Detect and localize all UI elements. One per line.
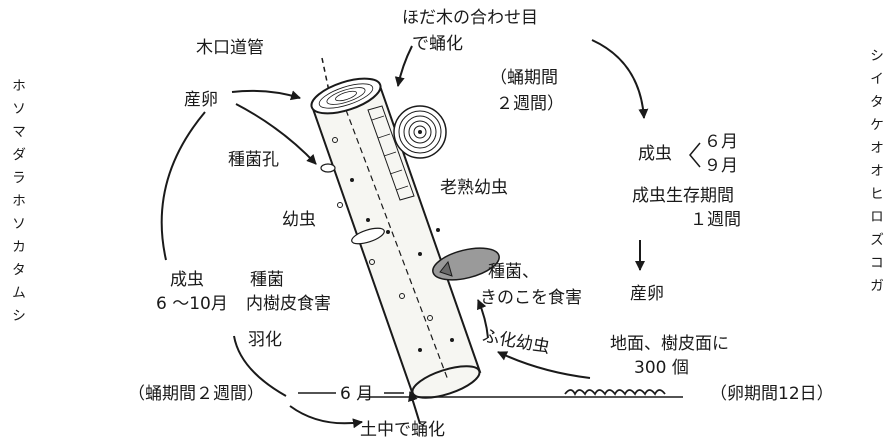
arrow-hatched-larva [497,351,591,379]
seed-fungus-label: 種菌 [250,270,284,290]
larva-gallery-line [345,109,449,381]
one-week-label: １週間 [690,210,741,230]
mushroom-stem [439,260,453,277]
kiguchi-label: 木口道管 [196,38,264,58]
inoculation-hole-label: 種菌孔 [228,150,279,170]
june-bottom-label: 6 月 [340,384,374,404]
egg-count-label: 300 個 [634,358,689,378]
arrow-left-cycle-up [233,335,287,397]
mushroom-feeding-label: きのこを食害 [480,288,582,308]
adult-survival-label: 成虫生存期間 [632,186,734,206]
right-species-name: シイタケオオヒロズコガ [868,48,884,301]
arrow-junction-down [394,45,413,87]
adult-right-label: 成虫 [638,144,672,164]
arrow-left-cycle [160,111,206,261]
egg-period-label: （卵期間12日） [710,384,834,404]
adult-left-label: 成虫 [170,270,204,290]
vessel-dashed-line [321,57,331,97]
lay-eggs-left-label: 産卵 [184,90,218,110]
month-jun-label: ６月 [704,132,738,152]
ground-scribble [564,389,666,397]
mature-larva-label: 老熟幼虫 [440,178,508,198]
lay-eggs-right-label: 産卵 [630,284,664,304]
pupa-period-weeks: ２週間） [496,94,564,114]
left-species-name: ホソマダラホソカタムシ [10,78,26,331]
pupate-at-label: で蛹化 [412,34,463,54]
arrow-bottom-to-log [289,405,363,429]
inner-bark-feeding-label: 内樹皮食害 [246,294,331,314]
soil-pupation-label: 土中で蛹化 [360,420,445,440]
seed-fungus-right-label: 種菌、 [488,262,539,282]
adult-period-label: 6 〜10月 [156,294,228,314]
arrow-inside-log [477,299,489,339]
log-cut-end [310,77,382,115]
arrow-soil-up [408,391,421,425]
arrow-egg-to-log [231,89,301,101]
arrow-egg-to-inoculation [235,103,317,165]
emergence-label: 羽化 [248,330,282,350]
log [310,77,482,399]
pupa-period-label: （蛹期間 [490,68,558,88]
log-cross-section [393,105,447,159]
larva-label: 幼虫 [282,210,316,230]
hodagi-junction-label: ほだ木の合わせ目 [402,8,538,28]
month-brace [689,142,701,168]
bottom-pupa-period-label: （蛹期間２週間） [128,384,264,404]
arrow-junction-to-adult [591,39,649,119]
month-sep-label: ９月 [704,156,738,176]
ground-bark-label: 地面、樹皮面に [610,334,729,354]
inoculation-hole-mark [320,163,336,173]
